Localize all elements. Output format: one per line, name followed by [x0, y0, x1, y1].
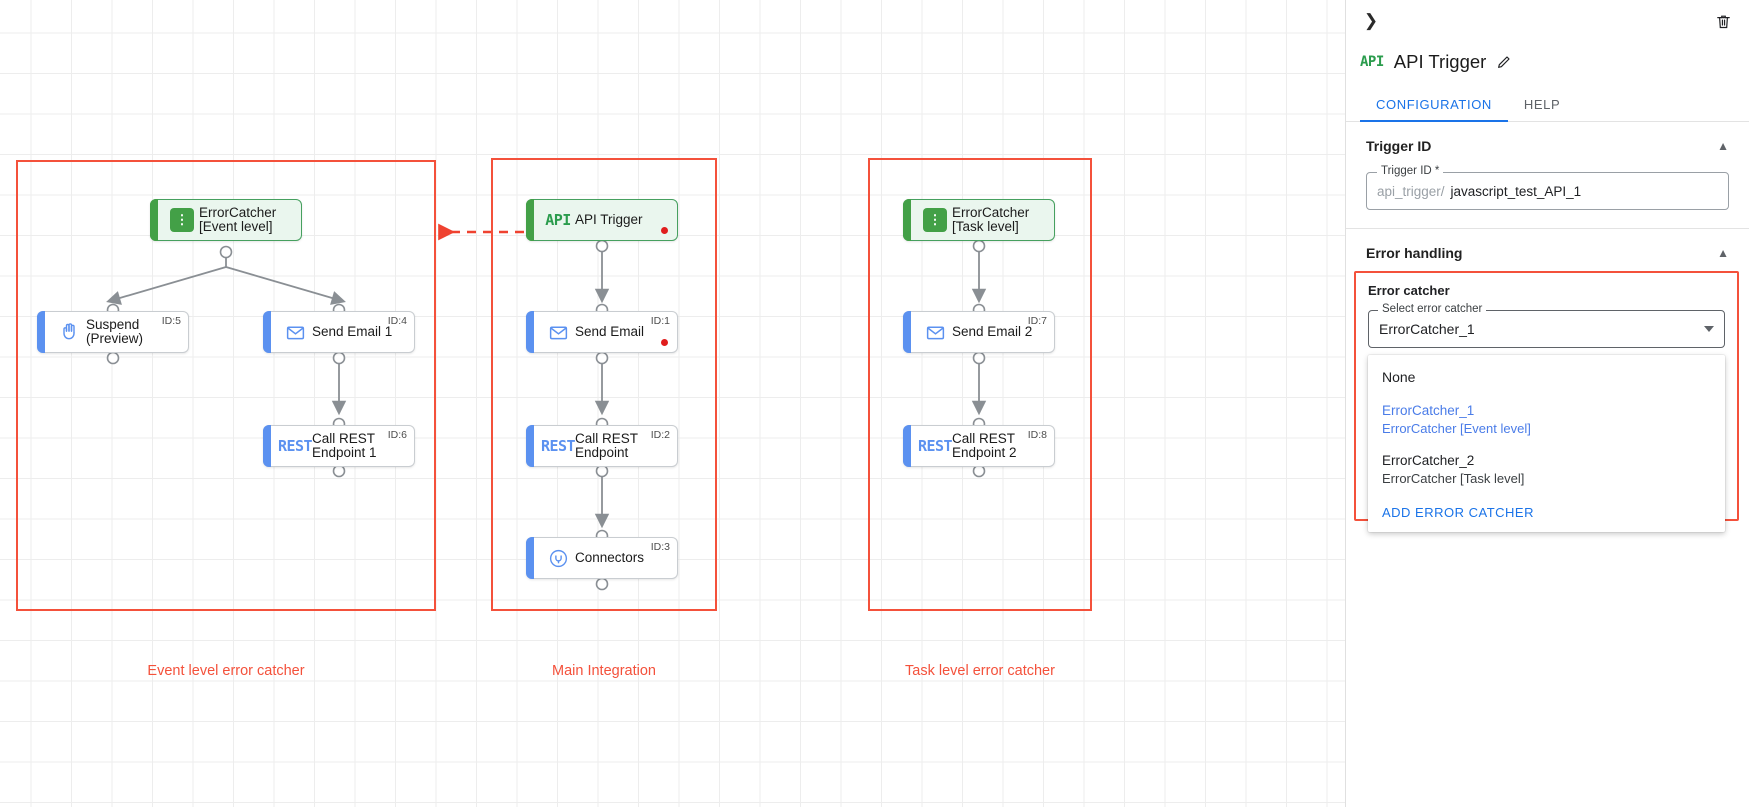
node-id-badge: ID:3 [650, 541, 670, 553]
node-title: API Trigger [575, 212, 643, 227]
node-title: ErrorCatcher [Event level] [199, 205, 277, 234]
node-id-badge: ID:4 [387, 315, 407, 327]
node-id-badge: ID:8 [1027, 429, 1047, 441]
panel-tabs: CONFIGURATION HELP [1346, 88, 1749, 122]
error-indicator-dot [661, 227, 668, 234]
node-title: Call REST Endpoint 1 [312, 431, 377, 460]
envelope-icon [918, 322, 952, 343]
node-accent-bar [526, 537, 534, 579]
node-title: Send Email [575, 324, 645, 339]
chevron-right-icon[interactable]: ❯ [1363, 11, 1379, 30]
error-catcher-dropdown-menu[interactable]: None ErrorCatcher_1 ErrorCatcher [Event … [1368, 355, 1725, 532]
envelope-icon [278, 322, 312, 343]
node-suspend-preview[interactable]: Suspend (Preview) ID:5 [37, 311, 189, 353]
rest-icon: REST [917, 437, 953, 455]
group-frame-event-level[interactable] [16, 160, 436, 611]
node-errorcatcher-task-level[interactable]: ⋮ ErrorCatcher [Task level] [903, 199, 1055, 241]
section-header-error-handling[interactable]: Error handling ▲ [1346, 229, 1749, 271]
option-detail: ErrorCatcher [Event level] [1382, 421, 1531, 436]
node-connectors[interactable]: Connectors ID:3 [526, 537, 678, 579]
chevron-up-icon[interactable]: ▲ [1717, 246, 1729, 260]
section-title: Trigger ID [1366, 138, 1432, 154]
dropdown-option-errorcatcher-1[interactable]: ErrorCatcher_1 ErrorCatcher [Event level… [1368, 395, 1725, 445]
workflow-canvas[interactable]: Event level error catcher Main Integrati… [0, 0, 1345, 807]
group-frame-task-level[interactable] [868, 158, 1092, 611]
chevron-up-icon[interactable]: ▲ [1717, 139, 1729, 153]
group-label-event-level: Event level error catcher [147, 663, 305, 679]
tab-configuration[interactable]: CONFIGURATION [1360, 88, 1508, 122]
properties-panel: ❯ API API Trigger CONFIGURATION HELP [1345, 0, 1749, 807]
pencil-icon[interactable] [1496, 54, 1512, 70]
node-call-rest-endpoint-1[interactable]: REST Call REST Endpoint 1 ID:6 [263, 425, 415, 467]
section-title: Error handling [1366, 245, 1463, 261]
node-accent-bar [150, 199, 158, 241]
rest-icon: REST [540, 437, 576, 455]
page-title: API Trigger [1393, 51, 1487, 72]
node-title: ErrorCatcher [Task level] [952, 205, 1030, 234]
node-errorcatcher-event-level[interactable]: ⋮ ErrorCatcher [Event level] [150, 199, 302, 241]
node-call-rest-endpoint-2[interactable]: REST Call REST Endpoint 2 ID:8 [903, 425, 1055, 467]
node-title: Suspend (Preview) [86, 317, 144, 346]
error-catcher-icon: ⋮ [918, 208, 952, 232]
node-send-email-2[interactable]: Send Email 2 ID:7 [903, 311, 1055, 353]
select-error-catcher[interactable]: Select error catcher ErrorCatcher_1 [1368, 303, 1725, 348]
node-title: Connectors [575, 550, 645, 565]
panel-toolbar: ❯ [1346, 0, 1749, 42]
trigger-id-label: Trigger ID * [1377, 165, 1444, 177]
dropdown-option-none[interactable]: None [1382, 369, 1416, 385]
select-error-catcher-value: ErrorCatcher_1 [1379, 321, 1475, 337]
node-id-badge: ID:1 [650, 315, 670, 327]
group-label-task-level: Task level error catcher [905, 663, 1055, 679]
option-name: ErrorCatcher_2 [1382, 453, 1475, 468]
node-accent-bar [903, 311, 911, 353]
group-frame-main-integration[interactable] [491, 158, 717, 611]
node-id-badge: ID:7 [1027, 315, 1047, 327]
tab-help[interactable]: HELP [1523, 97, 1561, 112]
trigger-id-input[interactable]: Trigger ID * api_trigger/ javascript_tes… [1366, 165, 1729, 210]
dropdown-option-errorcatcher-2[interactable]: ErrorCatcher_2 ErrorCatcher [Task level] [1368, 445, 1725, 495]
node-title: Call REST Endpoint 2 [952, 431, 1017, 460]
divider [1346, 228, 1749, 229]
node-call-rest-endpoint[interactable]: REST Call REST Endpoint ID:2 [526, 425, 678, 467]
error-catcher-box: Error catcher Select error catcher Error… [1354, 271, 1739, 532]
node-accent-bar [37, 311, 45, 353]
hand-icon [52, 322, 86, 342]
node-api-trigger[interactable]: API API Trigger [526, 199, 678, 241]
node-id-badge: ID:5 [161, 315, 181, 327]
trash-icon[interactable] [1711, 9, 1735, 33]
connector-plug-icon [541, 548, 575, 569]
node-id-badge: ID:2 [650, 429, 670, 441]
section-header-trigger-id[interactable]: Trigger ID ▲ [1346, 122, 1749, 164]
trigger-id-value: javascript_test_API_1 [1450, 183, 1582, 199]
node-accent-bar [903, 425, 911, 467]
node-title: Call REST Endpoint [575, 431, 639, 460]
node-id-badge: ID:6 [387, 429, 407, 441]
api-icon: API [545, 211, 571, 229]
node-accent-bar [526, 425, 534, 467]
trigger-id-field-wrap: Trigger ID * api_trigger/ javascript_tes… [1346, 164, 1749, 228]
envelope-icon [541, 322, 575, 343]
option-detail: ErrorCatcher [Task level] [1382, 471, 1525, 486]
error-catcher-caption: Error catcher [1368, 283, 1450, 298]
option-name: ErrorCatcher_1 [1382, 403, 1475, 418]
error-catcher-icon: ⋮ [165, 208, 199, 232]
select-error-catcher-label: Select error catcher [1378, 303, 1487, 315]
node-send-email-1[interactable]: Send Email 1 ID:4 [263, 311, 415, 353]
add-error-catcher-button[interactable]: ADD ERROR CATCHER [1382, 505, 1534, 520]
node-accent-bar [263, 425, 271, 467]
chevron-down-icon[interactable] [1704, 326, 1714, 332]
node-title: Send Email 1 [312, 324, 393, 339]
panel-header: API API Trigger [1346, 42, 1749, 78]
api-icon: API [1360, 54, 1384, 70]
error-indicator-dot [661, 339, 668, 346]
node-title: Send Email 2 [952, 324, 1033, 339]
group-label-main-integration: Main Integration [552, 663, 656, 679]
node-send-email[interactable]: Send Email ID:1 [526, 311, 678, 353]
node-accent-bar [526, 311, 534, 353]
node-accent-bar [526, 199, 534, 241]
rest-icon: REST [277, 437, 313, 455]
node-accent-bar [903, 199, 911, 241]
node-accent-bar [263, 311, 271, 353]
trigger-id-prefix: api_trigger/ [1377, 183, 1445, 199]
